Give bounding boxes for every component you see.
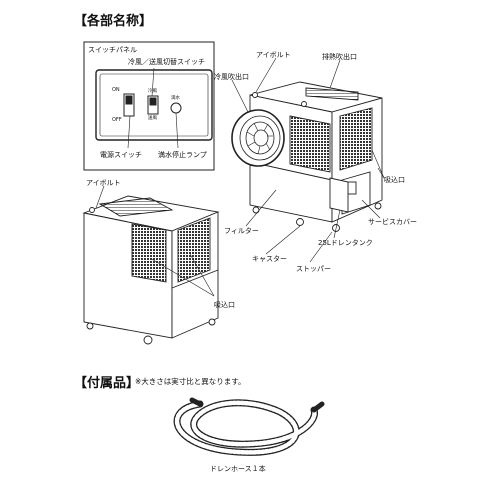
switch-panel-frame <box>83 41 215 171</box>
accessories-note: ※大きさは実寸比と異なります。 <box>135 377 246 386</box>
intake-right-label: 吸込口 <box>384 176 405 184</box>
cool-outlet-label: 冷風吹出口 <box>214 73 249 81</box>
lamp-text: 満水 <box>171 96 180 101</box>
mode-switch-label: 冷風／送風切替スイッチ <box>128 58 205 66</box>
eyebolt-right-label: アイボルト <box>256 51 291 59</box>
intake-left-label: 吸込口 <box>214 301 235 309</box>
drain-hose-drawing <box>173 397 325 456</box>
switch-panel-leaders <box>127 67 179 149</box>
parts-heading: 【各部名称】 <box>74 14 153 29</box>
right-unit-drawing <box>249 81 383 232</box>
fan-text: 送風 <box>148 116 157 121</box>
drain-hose-label: ドレンホース１本 <box>210 465 266 473</box>
off-text: OFF <box>112 117 122 123</box>
filter-label: フィルター <box>224 227 259 235</box>
stopper-label: ストッパー <box>296 265 331 273</box>
right-unit-leaders <box>231 57 385 263</box>
cool-outlet-fan <box>231 109 285 167</box>
exhaust-outlet-label: 排熱吹出口 <box>322 53 357 61</box>
switch-panel-title: スイッチパネル <box>88 46 137 54</box>
on-text: ON <box>112 87 120 93</box>
left-unit-drawing <box>82 195 220 345</box>
power-switch-label: 電源スイッチ <box>100 151 142 159</box>
caster-label: キャスター <box>252 255 287 263</box>
accessories-heading: 【付属品】 <box>74 376 140 391</box>
full-lamp-label: 満水停止ランプ <box>158 151 207 159</box>
drain-tank-label: 25Lドレンタンク <box>318 239 373 247</box>
cool-text: 冷風 <box>148 89 157 94</box>
left-unit-leaders <box>95 185 215 297</box>
service-cover-label: サービスカバー <box>368 218 417 226</box>
eyebolt-left-label: アイボルト <box>86 179 121 187</box>
